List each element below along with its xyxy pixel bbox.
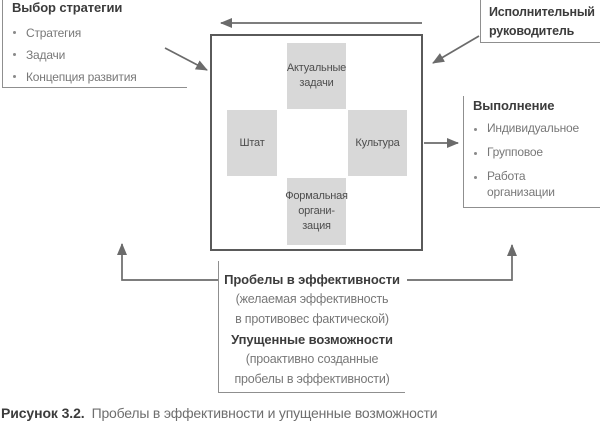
list-item: Индивидуальное: [473, 120, 579, 136]
list-item: Концепция развития: [12, 66, 187, 88]
model-node-label-line: Актуальные: [286, 62, 347, 74]
model-node-tasks: Актуальные задачи: [287, 43, 346, 109]
list-item: Стратегия: [12, 22, 187, 44]
missed-opportunities-title: Упущенные возможности: [231, 332, 393, 347]
bullet-icon: [13, 53, 16, 56]
strategy-choice-panel: Выбор стратегии Стратегия Задачи Концепц…: [2, 0, 187, 88]
list-item: Групповое: [473, 144, 573, 160]
bullet-icon: [474, 176, 477, 179]
list-item-label: Групповое: [487, 145, 543, 159]
bullet-icon: [13, 75, 16, 78]
bullet-icon: [474, 128, 477, 131]
list-item-label: Стратегия: [26, 26, 82, 40]
list-item-label: Работа организации: [487, 169, 555, 199]
executive-leader-title-line: руководитель: [489, 24, 575, 38]
execution-panel: Выполнение Индивидуальное Групповое Рабо…: [463, 96, 600, 208]
model-node-label-line: Штат: [239, 136, 265, 149]
model-node-formal-organization: Формальная органи- зация: [285, 178, 348, 245]
missed-opportunities-subtitle-line: (проактивно созданные: [245, 352, 379, 366]
figure-caption-label: Рисунок 3.2.: [1, 405, 85, 421]
model-node-label-line: Культура: [355, 136, 400, 149]
performance-gaps-title: Пробелы в эффективности: [224, 272, 400, 287]
list-item: Работа организации: [473, 168, 573, 200]
performance-gaps-subtitle-line: в противовес фактической): [235, 312, 389, 326]
list-item-label: Концепция развития: [26, 70, 137, 84]
model-node-label-line: задачи: [299, 77, 334, 89]
performance-gaps-subtitle-line: (желаемая эффективность: [235, 292, 389, 306]
gaps-left-feedback-arrow: [117, 243, 218, 281]
executive-leader-title-line: Исполнительный: [489, 5, 595, 19]
missed-opportunities-subtitle-line: пробелы в эффективности): [234, 372, 390, 386]
bullet-icon: [13, 31, 16, 34]
executive-to-model-arrow: [432, 35, 480, 64]
bullet-icon: [474, 152, 477, 155]
execution-list: Индивидуальное Групповое Работа организа…: [464, 120, 579, 200]
model-node-culture: Культура: [348, 110, 407, 176]
figure-caption: Рисунок 3.2. Пробелы в эффективности и уп…: [1, 403, 599, 423]
model-node-staff: Штат: [227, 110, 277, 176]
performance-gaps-panel: Пробелы в эффективности (желаемая эффект…: [218, 261, 405, 393]
model-node-label-line: зация: [302, 220, 331, 232]
model-node-label-line: органи-: [298, 205, 335, 217]
list-item-label: Индивидуальное: [487, 121, 580, 135]
executive-leader-panel: Исполнительный руководитель: [480, 0, 600, 43]
model-node-label-line: Формальная: [285, 190, 348, 202]
figure-caption-text: Пробелы в эффективности и упущенные возм…: [91, 405, 438, 421]
list-item-label: Задачи: [26, 48, 66, 62]
list-item: Задачи: [12, 44, 187, 66]
execution-title: Выполнение: [473, 98, 555, 113]
strategy-choice-title: Выбор стратегии: [12, 0, 123, 15]
strategy-choice-list: Стратегия Задачи Концепция развития: [3, 22, 187, 88]
